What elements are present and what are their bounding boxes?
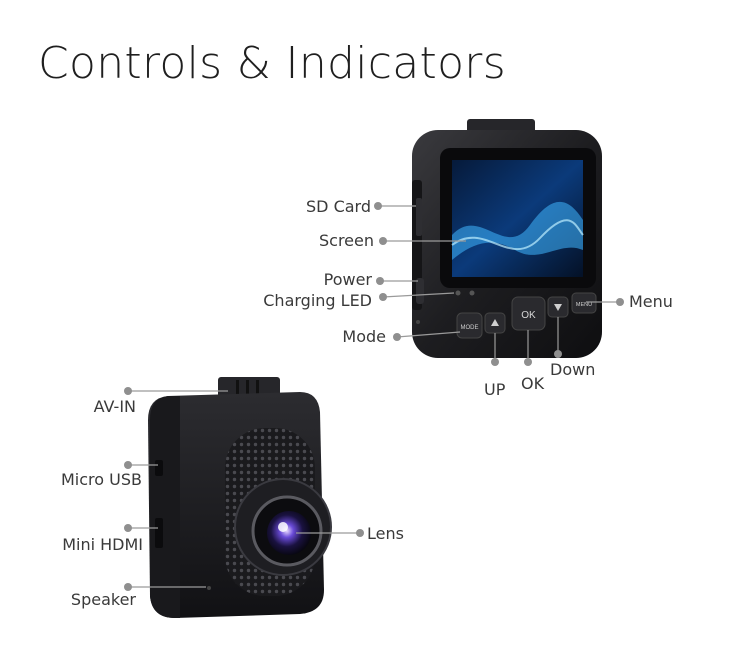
label-speaker: Speaker: [70, 590, 136, 609]
down-dot: [554, 350, 562, 358]
charging-led-leader: [382, 292, 455, 298]
label-sd-card: SD Card: [306, 197, 371, 216]
menu-dot: [616, 298, 624, 306]
ok-dot: [524, 358, 532, 366]
label-micro-usb: Micro USB: [61, 470, 142, 489]
mode-button-label: MODE: [461, 325, 479, 331]
label-up: UP: [484, 380, 506, 399]
label-av-in: AV-IN: [93, 397, 136, 416]
menu-button-label: MENU: [576, 302, 592, 308]
label-mini-hdmi: Mini HDMI: [62, 535, 143, 554]
mode-leader: [396, 331, 461, 338]
screen-wave: [452, 201, 583, 260]
down-arrow-icon: [554, 304, 562, 311]
led-indicator-2: [469, 290, 475, 296]
speaker-hole: [207, 586, 211, 590]
lens-highlight: [278, 522, 288, 532]
sd-card-slot: [416, 198, 422, 236]
micro-usb-port: [155, 460, 163, 476]
mode-dot: [393, 333, 401, 341]
mode-button: [456, 312, 483, 339]
led-indicator: [455, 290, 461, 296]
label-charging-led: Charging LED: [263, 291, 372, 310]
mini-hdmi-port: [155, 518, 163, 548]
front-side-face: [150, 396, 180, 618]
front-leaders: [124, 387, 364, 591]
power-dot: [376, 277, 384, 285]
rear-mic-hole: [416, 320, 420, 324]
screen-wave-highlight: [451, 219, 584, 251]
up-dot: [491, 358, 499, 366]
micro-usb-dot: [124, 461, 132, 469]
label-down: Down: [550, 360, 596, 379]
av-in-dot: [124, 387, 132, 395]
mini-hdmi-dot: [124, 524, 132, 532]
page-title: Controls & Indicators: [38, 38, 506, 89]
rear-camera: MODE OK MENU: [412, 119, 602, 358]
label-power: Power: [323, 270, 372, 289]
label-mode: Mode: [342, 327, 386, 346]
rear-leaders: [374, 202, 624, 366]
label-menu: Menu: [629, 292, 673, 311]
label-screen: Screen: [318, 231, 374, 250]
sd-card-dot: [374, 202, 382, 210]
lens-dot: [356, 529, 364, 537]
up-arrow-icon: [491, 319, 499, 326]
charging-led-dot: [379, 293, 387, 301]
menu-button: [571, 292, 597, 314]
label-ok: OK: [521, 374, 545, 393]
lens-glass: [267, 511, 311, 555]
speaker-dot: [124, 583, 132, 591]
screen-dot: [379, 237, 387, 245]
front-camera: [148, 377, 332, 618]
ok-button-label: OK: [521, 310, 536, 321]
power-button: [416, 278, 424, 304]
label-lens: Lens: [367, 524, 404, 543]
